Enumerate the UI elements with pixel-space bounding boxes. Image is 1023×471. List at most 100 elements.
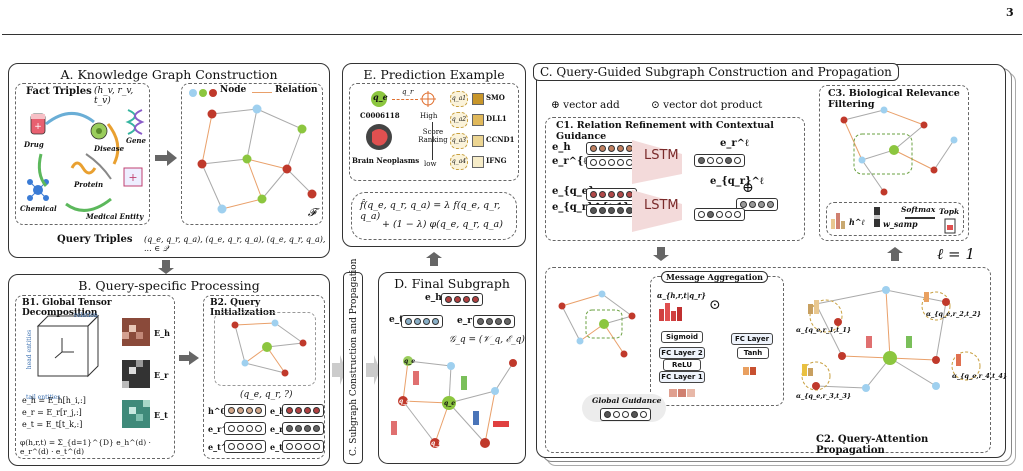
arrow-c1-down xyxy=(653,247,669,261)
panel-a-knowledge-graph: A. Knowledge Graph Construction Fact Tri… xyxy=(8,63,330,258)
gene-label: Gene xyxy=(126,136,146,145)
mat-label-er: E_r xyxy=(154,370,169,380)
b2-box: B2. Query Initialization (q_e, q_r, ?) h… xyxy=(203,295,325,459)
c3-h-bars xyxy=(831,213,845,229)
score-formula-box: f̂(q_e, q_r, q_a) = λ f(q_e, q_r, q_a) +… xyxy=(351,192,517,240)
page-number: 3 xyxy=(1006,6,1014,19)
c2-alpha-2: α_{q_e,r_2,t_2} xyxy=(926,310,982,318)
c1-sum-cells xyxy=(736,198,778,211)
rank-score: Score Ranking xyxy=(418,128,448,144)
init-h0: h^0 xyxy=(208,406,227,416)
panel-b-title: B. Query-specific Processing xyxy=(78,278,260,293)
eq-et: e_t = E_t[t_k,:] xyxy=(22,420,83,429)
disease-label: Disease xyxy=(94,144,125,153)
matrix-et xyxy=(122,400,150,428)
answer-tag: q_a2 xyxy=(450,112,468,128)
global-guidance-label: Global Guidance xyxy=(592,396,662,405)
gene-icon xyxy=(125,109,145,135)
d-label-er: e_r^ℓ xyxy=(457,316,483,326)
c3-arrow xyxy=(905,217,935,219)
answer-label: IFNG xyxy=(486,156,507,165)
answer-label: CCND1 xyxy=(486,135,515,144)
msg-out-bars xyxy=(743,367,756,375)
msg-fc2: FC Layer 2 xyxy=(659,347,705,359)
disease-name: Brain Neoplasms xyxy=(352,156,420,165)
c2-alpha-3: α_{q_e,r_3,t_3} xyxy=(796,392,852,400)
arrow-rot-to-d xyxy=(366,355,380,385)
c3-topk-icon xyxy=(944,218,956,234)
tensor-label-head: head entities xyxy=(26,329,34,370)
c1-er-cells xyxy=(586,156,637,169)
relation-arrow xyxy=(392,99,418,100)
relation-label: q_r xyxy=(402,88,414,96)
init-et0-cells xyxy=(224,440,266,453)
arrow-a-to-b xyxy=(158,260,174,274)
fact-triples-box: Fact Triples (h_v, r_v, t_v) + + Drug Di… xyxy=(15,83,150,225)
rank-high: High xyxy=(420,112,438,120)
eq-er: e_r = E_r[r_j,:] xyxy=(22,408,82,417)
panel-c-query-guided: C. Query-Guided Subgraph Construction an… xyxy=(533,63,1007,458)
msg-dot-op: ⊙ xyxy=(709,297,721,313)
arrow-b1-b2 xyxy=(179,351,199,365)
fact-triples-label: Fact Triples xyxy=(26,86,92,97)
answer-tag: q_a1 xyxy=(450,91,468,107)
protein-label: Protein xyxy=(74,180,104,189)
query-entity-node xyxy=(371,91,387,107)
svg-text:+: + xyxy=(128,171,137,184)
c3-topk: Topk xyxy=(939,207,960,216)
d-node-qe-2: q_e xyxy=(444,400,456,407)
msg-fc: FC Layer xyxy=(731,333,773,345)
msg-fc1: FC Layer 1 xyxy=(659,371,705,383)
kg-graph-box: Node Relation 𝓕 xyxy=(181,83,323,225)
init-et0: e_t^0 xyxy=(208,442,234,452)
legend-node-label: Node xyxy=(220,85,247,95)
b1-box: B1. Global Tensor Decomposition relation… xyxy=(15,295,175,459)
c3-softmax: Softmax xyxy=(901,205,936,214)
msg-agg-title: Message Aggregation xyxy=(661,271,768,283)
c1-lstm-2: LSTM xyxy=(644,198,679,213)
msg-agg-box: Message Aggregation α_{h,r,t|q_r} ⊙ Sigm… xyxy=(650,271,784,406)
answer-swatch xyxy=(472,156,484,168)
rotated-c-label: C. Subgraph Construction and Propagation xyxy=(349,258,359,456)
c2-alpha-1: α_{q_e,r_1,t_1} xyxy=(796,326,852,334)
c1-out-er: e_r^ℓ xyxy=(720,138,749,149)
d-et-cells xyxy=(401,315,443,328)
arrow-c2-up xyxy=(887,247,903,261)
c3-box: C3. Biological Relevance Filtering h^ℓ w… xyxy=(819,85,969,241)
legend-dot: ⊙ vector dot product xyxy=(651,99,763,111)
drug-icon: + xyxy=(30,113,46,135)
init-et0b-cells xyxy=(282,440,324,453)
answer-row: q_a3 CCND1 xyxy=(450,132,516,150)
d-subgraph xyxy=(391,356,517,448)
legend-add: ⊕ vector add xyxy=(551,99,620,111)
target-icon xyxy=(420,91,436,107)
b2-graph xyxy=(231,319,307,377)
c3-filter-box: h^ℓ w_samp Softmax Topk xyxy=(826,202,964,236)
init-h0-cells xyxy=(224,404,266,417)
panel-b-query-processing: B. Query-specific Processing B1. Global … xyxy=(8,274,330,466)
msg-sigmoid: Sigmoid xyxy=(661,331,703,343)
protein-icon xyxy=(70,161,97,175)
panel-e-prediction: E. Prediction Example q_e C0006118 q_r B… xyxy=(342,63,526,247)
init-er: e_r xyxy=(270,424,284,434)
d-node-qe-1: q_e xyxy=(404,358,416,365)
d-label-et: e_t xyxy=(389,315,404,325)
init-er0: e_r^0 xyxy=(208,424,234,434)
c3-graph xyxy=(840,106,958,196)
c2-right-graph xyxy=(801,286,981,392)
c1-in-eqe: e_{q_e} xyxy=(552,186,595,197)
c1-title: C1. Relation Refinement with Contextual … xyxy=(556,120,774,142)
c3-h-label: h^ℓ xyxy=(849,217,865,227)
query-triples-label: Query Triples xyxy=(57,234,133,245)
panel-d-final-subgraph: D. Final Subgraph e_h e_t e_r^ℓ 𝒢_q = (𝒱… xyxy=(378,272,526,464)
c3-w-bar xyxy=(874,207,880,227)
eq-phi: φ(h,r,t) = Σ_{d=1}^{D} e_h^(d) · e_r^(d)… xyxy=(20,438,151,456)
d-label-eh: e_h xyxy=(425,293,442,303)
arrow-a xyxy=(155,150,177,166)
answer-tag: q_a3 xyxy=(450,133,468,149)
medical-entity-icon: + xyxy=(123,167,143,187)
c3-w-label: w_samp xyxy=(883,219,918,229)
